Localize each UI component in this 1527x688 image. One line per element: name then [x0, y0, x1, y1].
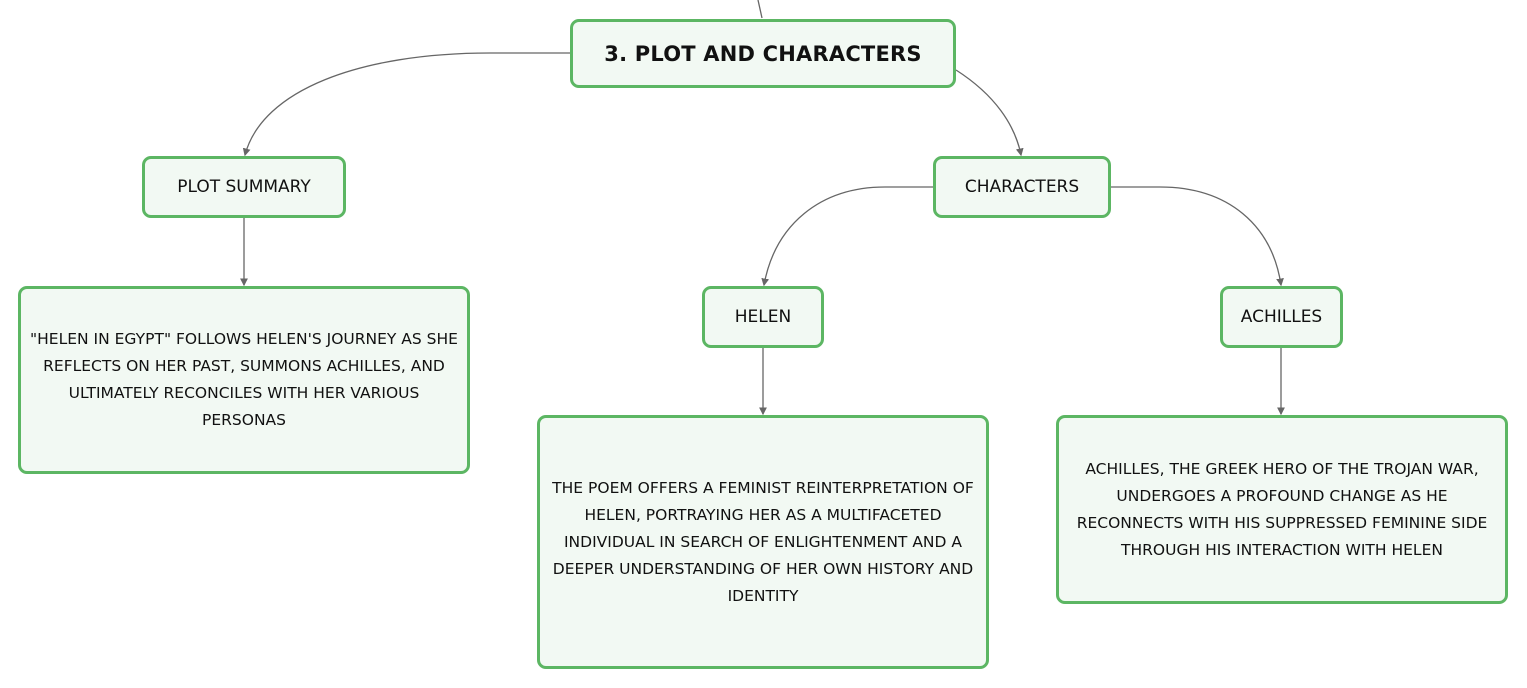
achilles-text-node[interactable]: ACHILLES, THE GREEK HERO OF THE TROJAN W…: [1056, 415, 1508, 604]
plot-summary-text-node[interactable]: "HELEN IN EGYPT" FOLLOWS HELEN'S JOURNEY…: [18, 286, 470, 474]
connector-root-to-plot-summary: [242, 52, 570, 157]
achilles-text: ACHILLES, THE GREEK HERO OF THE TROJAN W…: [1076, 459, 1488, 559]
characters-title: CHARACTERS: [964, 177, 1080, 197]
plot-summary-title: PLOT SUMMARY: [177, 177, 311, 197]
achilles-title: ACHILLES: [1240, 307, 1323, 327]
connector-root-to-characters: [955, 69, 1024, 157]
connector-characters-to-helen: [761, 186, 933, 287]
root-topic-node[interactable]: 3. PLOT AND CHARACTERS: [570, 19, 956, 88]
helen-title: HELEN: [734, 307, 792, 327]
characters-node[interactable]: CHARACTERS: [933, 156, 1111, 218]
connector-characters-to-achilles: [1111, 186, 1284, 287]
helen-text-node[interactable]: THE POEM OFFERS A FEMINIST REINTERPRETAT…: [537, 415, 989, 669]
achilles-node[interactable]: ACHILLES: [1220, 286, 1343, 348]
root-topic-title: 3. PLOT AND CHARACTERS: [604, 41, 922, 66]
helen-node[interactable]: HELEN: [702, 286, 824, 348]
helen-text: THE POEM OFFERS A FEMINIST REINTERPRETAT…: [552, 478, 974, 605]
connector-parent-to-root: [757, 0, 763, 19]
plot-summary-node[interactable]: PLOT SUMMARY: [142, 156, 346, 218]
plot-summary-text: "HELEN IN EGYPT" FOLLOWS HELEN'S JOURNEY…: [30, 330, 458, 429]
